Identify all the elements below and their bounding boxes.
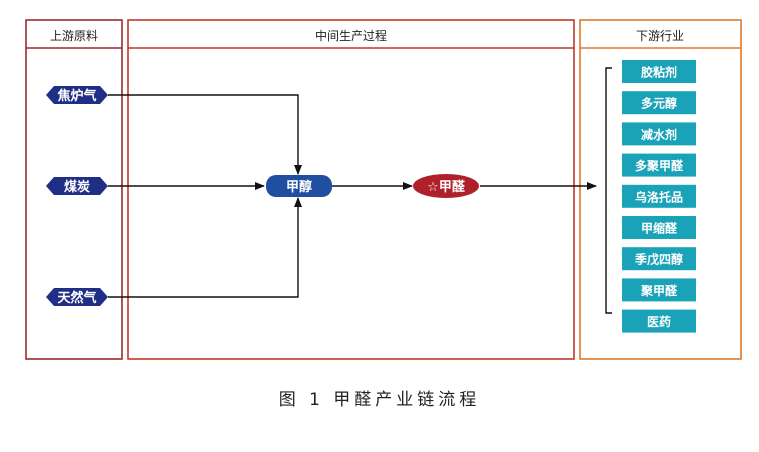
downstream-product-item: 聚甲醛 bbox=[622, 278, 696, 302]
downstream-product-box bbox=[622, 247, 696, 271]
upstream-title: 上游原料 bbox=[50, 29, 98, 43]
downstream-product-item: 季戊四醇 bbox=[622, 247, 696, 271]
middle-title: 中间生产过程 bbox=[315, 28, 387, 43]
downstream-product-label: 减水剂 bbox=[641, 127, 677, 142]
middle-panel: 中间生产过程 bbox=[127, 19, 575, 360]
raw-material-coal: 煤炭 bbox=[46, 177, 108, 195]
methanol-label: 甲醇 bbox=[286, 179, 312, 195]
downstream-product-label: 医药 bbox=[647, 314, 671, 329]
raw-material-coke-gas: 焦炉气 bbox=[46, 86, 108, 104]
downstream-product-item: 多聚甲醛 bbox=[622, 153, 696, 177]
arrow-natural-gas-to-methanol bbox=[108, 197, 302, 298]
downstream-product-label: 胶粘剂 bbox=[641, 65, 677, 80]
downstream-product-box bbox=[622, 278, 696, 302]
middle-panel-frame bbox=[127, 19, 575, 360]
methanol-node: 甲醇 bbox=[266, 175, 332, 197]
figure-caption: 图 1 甲醛产业链流程 bbox=[278, 390, 481, 410]
formaldehyde-label: ☆甲醛 bbox=[427, 179, 466, 195]
downstream-product-box bbox=[622, 153, 696, 177]
downstream-product-box bbox=[622, 122, 696, 146]
industry-chain-diagram: 上游原料 中间生产过程 下游行业 焦炉气 煤炭 天然气 甲醇 bbox=[25, 19, 742, 360]
downstream-product-label: 甲缩醛 bbox=[641, 221, 678, 236]
downstream-product-box bbox=[622, 91, 696, 115]
connectors bbox=[108, 67, 612, 314]
downstream-product-item: 多元醇 bbox=[622, 91, 696, 115]
raw-material-label: 焦炉气 bbox=[56, 88, 96, 104]
downstream-product-box bbox=[622, 184, 696, 208]
downstream-bracket bbox=[605, 67, 612, 314]
raw-material-label: 煤炭 bbox=[64, 179, 90, 195]
arrow-coke-gas-to-methanol bbox=[108, 94, 302, 175]
downstream-product-item: 甲缩醛 bbox=[622, 216, 696, 239]
downstream-product-box bbox=[622, 309, 696, 333]
downstream-product-box bbox=[622, 216, 696, 239]
downstream-product-label: 乌洛托品 bbox=[635, 189, 683, 204]
downstream-title: 下游行业 bbox=[636, 29, 684, 43]
downstream-product-item: 乌洛托品 bbox=[622, 184, 696, 208]
downstream-product-item: 胶粘剂 bbox=[622, 60, 696, 83]
downstream-product-label: 聚甲醛 bbox=[640, 283, 678, 298]
raw-material-natural-gas: 天然气 bbox=[46, 288, 108, 306]
downstream-product-item: 医药 bbox=[622, 309, 696, 333]
downstream-product-label: 季戊四醇 bbox=[634, 252, 683, 267]
downstream-product-label: 多聚甲醛 bbox=[635, 158, 684, 173]
downstream-product-box bbox=[622, 60, 696, 83]
downstream-product-item: 减水剂 bbox=[622, 122, 696, 146]
formaldehyde-node: ☆甲醛 bbox=[413, 174, 479, 198]
downstream-product-label: 多元醇 bbox=[641, 96, 677, 111]
raw-material-label: 天然气 bbox=[57, 290, 96, 306]
